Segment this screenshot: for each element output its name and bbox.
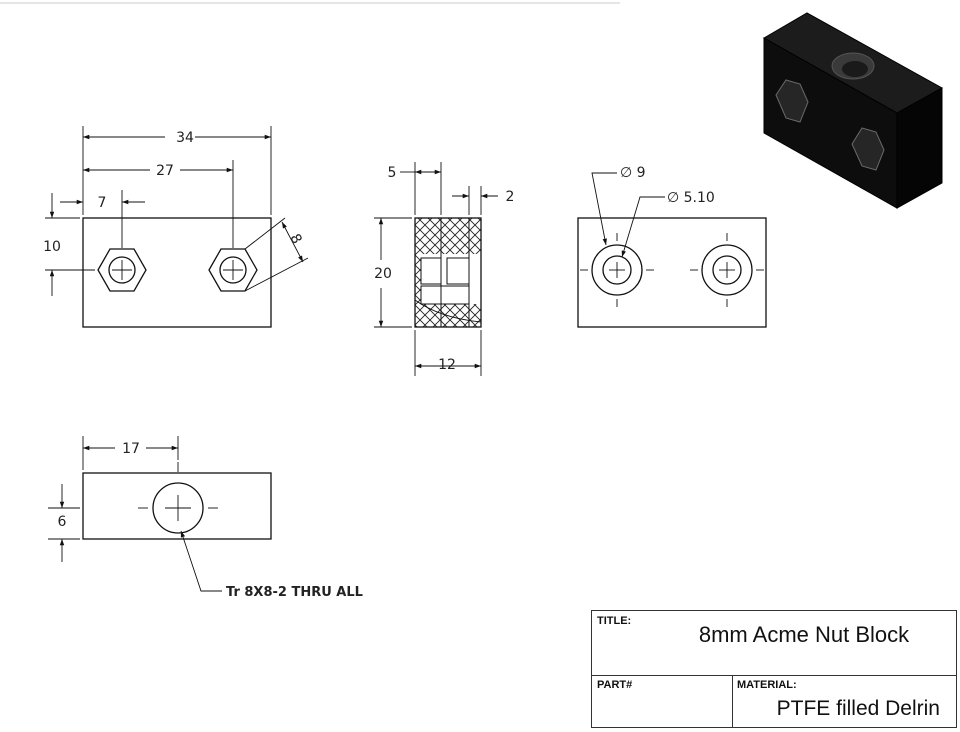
top-through-hole	[152, 482, 204, 534]
leader-thread	[180, 530, 222, 592]
front-bore-2	[219, 256, 247, 284]
dim-label-2: 2	[506, 189, 515, 205]
top-view-body	[82, 472, 272, 540]
side-hole-1	[602, 255, 632, 285]
section-cavity-1	[420, 257, 442, 285]
dim-label-8: 8	[286, 231, 304, 246]
front-view	[82, 217, 272, 328]
dim-line-8	[281, 221, 304, 263]
section-view-dimensions	[374, 162, 498, 376]
section-view-dim-labels: 5 2 20 12	[374, 165, 514, 373]
part-material-row: PART# MATERIAL: PTFE filled Delrin	[592, 675, 956, 727]
front-view-dim-labels: 34 27 7 10 8	[43, 130, 305, 255]
section-view	[414, 217, 482, 328]
leader-counterbore	[591, 172, 617, 246]
top-view-dim-labels: 17 6 Tr 8X8-2 THRU ALL	[58, 441, 363, 600]
side-view-centermarks	[580, 233, 764, 307]
material-cell: MATERIAL: PTFE filled Delrin	[732, 675, 956, 727]
dim-label-20: 20	[374, 266, 392, 282]
ext-line	[244, 217, 286, 250]
top-view	[82, 472, 272, 540]
drawing-title: 8mm Acme Nut Block	[698, 622, 910, 647]
dim-label-dia-9: ∅ 9	[620, 165, 646, 181]
section-hatch-left	[415, 254, 421, 327]
front-nut-2	[208, 248, 258, 292]
section-arc	[414, 299, 482, 323]
section-relief	[420, 285, 470, 305]
dim-label-7: 7	[98, 195, 107, 211]
part-cell: PART#	[592, 675, 733, 727]
front-nut-1	[97, 248, 147, 292]
title-label: TITLE:	[597, 615, 632, 627]
side-view-dim-labels: ∅ 9 ∅ 5.10	[620, 165, 715, 206]
side-counterbore-2	[701, 244, 753, 296]
title-block: TITLE: 8mm Acme Nut Block PART# MATERIAL…	[591, 610, 957, 728]
ext-line	[244, 257, 309, 292]
side-hole-2	[712, 255, 742, 285]
front-bore-1	[108, 256, 136, 284]
front-view-body	[82, 217, 272, 328]
dim-label-12: 12	[438, 357, 456, 373]
side-view-body	[577, 217, 767, 328]
top-view-centerlines	[138, 462, 218, 521]
dim-label-dia-5-10: ∅ 5.10	[667, 190, 715, 206]
iso-side-face	[896, 87, 943, 209]
material-value: PTFE filled Delrin	[776, 697, 940, 720]
dim-label-34: 34	[176, 130, 194, 146]
side-counterbore-1	[591, 244, 643, 296]
material-label: MATERIAL:	[737, 679, 797, 691]
section-cavity-2	[446, 257, 470, 285]
leader-hole	[621, 196, 665, 258]
dim-label-5: 5	[388, 165, 397, 181]
dim-label-17: 17	[122, 441, 140, 457]
side-view	[577, 217, 767, 328]
dim-label-6: 6	[58, 514, 67, 530]
part-label: PART#	[597, 679, 633, 691]
section-hatch-top	[415, 218, 481, 254]
dim-label-27: 27	[156, 163, 174, 179]
iso-nut-pocket-1	[775, 79, 809, 123]
top-view-dimensions	[48, 436, 222, 592]
front-view-dimensions	[45, 126, 309, 296]
section-outline	[414, 217, 482, 328]
dim-label-10: 10	[43, 239, 61, 255]
side-view-leaders	[591, 172, 665, 258]
iso-nut-pocket-2	[851, 127, 885, 171]
isometric-view	[762, 12, 944, 209]
thread-callout: Tr 8X8-2 THRU ALL	[226, 585, 363, 600]
title-row: TITLE: 8mm Acme Nut Block	[592, 611, 956, 676]
iso-top-hole-inner	[842, 61, 868, 77]
section-hatch-bottom	[421, 304, 481, 327]
